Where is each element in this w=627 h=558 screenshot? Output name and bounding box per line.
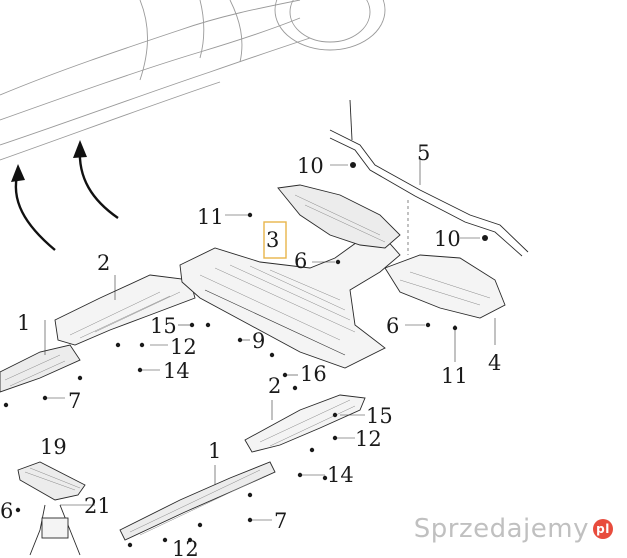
- callout-11-right: 11: [441, 364, 468, 388]
- callout-4: 4: [488, 351, 501, 375]
- fastener-dots: [3, 162, 488, 548]
- highlight-box: [263, 221, 287, 259]
- callout-5: 5: [417, 141, 430, 165]
- watermark-logo-icon: pl: [593, 519, 613, 539]
- callout-6-mid: 6: [294, 249, 307, 273]
- callout-12-top: 12: [170, 335, 197, 359]
- callout-11-top: 11: [197, 205, 224, 229]
- side-rail-left-upper: [0, 344, 81, 393]
- callout-2-top: 2: [97, 251, 110, 275]
- callout-numbers: 1 2 3 4 5 6 6 7 9 10 10 11 11 12 14 15 1…: [0, 141, 501, 558]
- watermark: Sprzedajemy pl: [414, 514, 613, 544]
- callout-7-top: 7: [68, 389, 81, 413]
- callout-12-bottom: 12: [172, 537, 199, 558]
- side-panel-lower: [244, 394, 366, 453]
- callout-19: 19: [40, 435, 67, 459]
- callout-7-low: 7: [274, 509, 287, 533]
- car-body-outline: [0, 0, 386, 161]
- callout-1-top: 1: [17, 311, 30, 335]
- callout-14-top: 14: [163, 359, 190, 383]
- callout-1-low: 1: [208, 439, 221, 463]
- callout-2-low: 2: [268, 374, 281, 398]
- callout-10-right: 10: [434, 227, 461, 251]
- bracket-rod: [329, 99, 529, 257]
- component-19: [17, 461, 86, 556]
- center-underbody-shield: [179, 237, 401, 369]
- callout-16: 16: [300, 362, 327, 386]
- side-rail-lower: [119, 461, 276, 541]
- callout-10-top: 10: [297, 154, 324, 178]
- callout-15-top: 15: [150, 314, 177, 338]
- callout-21: 21: [84, 494, 111, 518]
- upper-heat-shield: [277, 184, 401, 249]
- callout-6-right: 6: [386, 314, 399, 338]
- callout-15-low: 15: [366, 404, 393, 428]
- watermark-text: Sprzedajemy: [413, 514, 589, 544]
- leader-lines: [44, 160, 496, 521]
- callout-9: 9: [252, 329, 265, 353]
- callout-12-low: 12: [355, 427, 382, 451]
- callout-6-low: 6: [0, 499, 13, 523]
- callout-3: 3: [266, 228, 279, 252]
- side-panel-left-upper: [54, 274, 196, 346]
- direction-arrows: [11, 140, 119, 251]
- callout-14-low: 14: [327, 463, 354, 487]
- right-shield-panel: [384, 254, 506, 319]
